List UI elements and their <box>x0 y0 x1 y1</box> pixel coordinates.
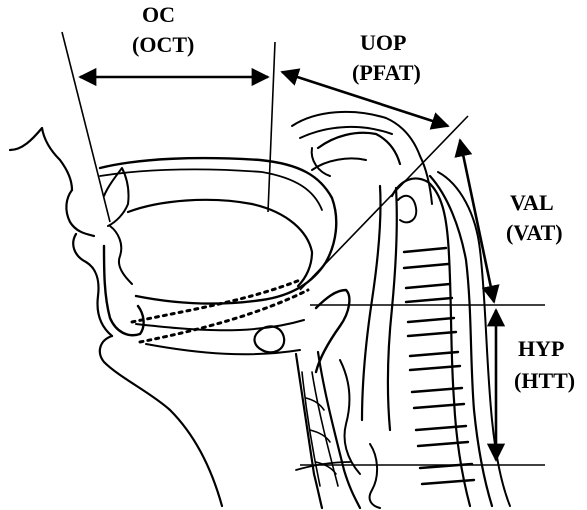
labels: OC (OCT) UOP (PFAT) VAL (VAT) HYP (HTT) <box>132 2 575 393</box>
label-pfat: (PFAT) <box>352 60 421 85</box>
head-neck-sagittal-outline <box>10 112 510 508</box>
label-val: VAL <box>510 190 554 215</box>
label-uop: UOP <box>360 30 406 55</box>
vertebrae <box>404 248 474 484</box>
label-vat: (VAT) <box>506 220 563 245</box>
label-hyp: HYP <box>518 336 564 361</box>
val-arrow <box>460 140 494 302</box>
oc-posterior-reference-line <box>268 42 275 212</box>
label-oc: OC <box>142 2 175 27</box>
label-htt: (HTT) <box>514 368 575 393</box>
label-oct: (OCT) <box>132 32 194 57</box>
